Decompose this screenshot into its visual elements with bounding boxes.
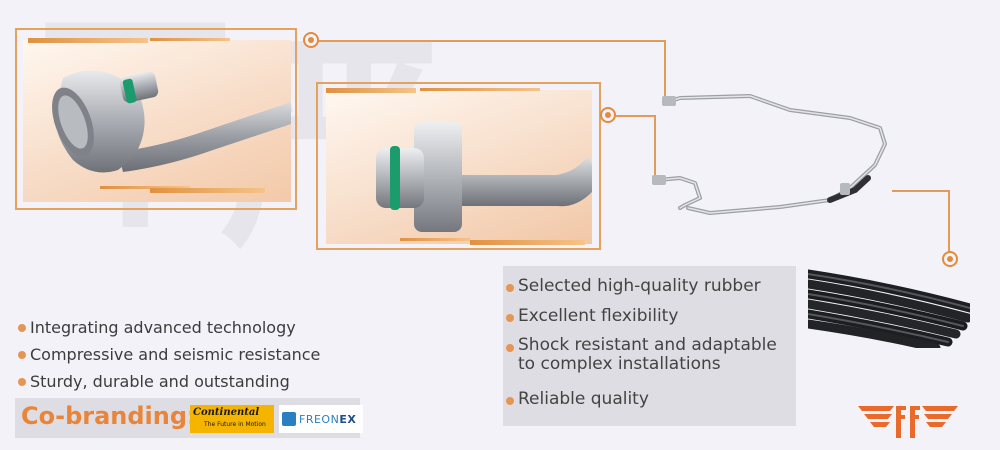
list-item: Compressive and seismic resistance [18, 345, 358, 372]
fitting-photo-1 [23, 40, 291, 202]
continental-tagline: The Future in Motion [204, 421, 266, 428]
feature-text: Integrating advanced technology [30, 318, 296, 337]
list-item: Shock resistant and adaptable to complex… [506, 336, 796, 389]
freonex-logo: FREONEX [279, 405, 363, 433]
decor-bar [28, 38, 148, 43]
feature-text: Sturdy, durable and outstanding [30, 372, 290, 391]
bullet-dot-icon [506, 314, 514, 322]
target-icon [942, 251, 958, 267]
connector-line [318, 40, 666, 102]
bullet-dot-icon [18, 378, 26, 386]
feature-text: Reliable quality [518, 389, 649, 409]
connector-line [616, 115, 656, 175]
feature-text: Shock resistant and adaptable to complex… [518, 335, 777, 374]
feature-text: Compressive and seismic resistance [30, 345, 321, 364]
bullet-dot-icon [506, 284, 514, 292]
connector-line [892, 190, 950, 252]
target-icon [600, 107, 616, 123]
cobranding-label: Co-branding: [21, 402, 197, 430]
list-item: Sturdy, durable and outstanding [18, 372, 358, 399]
photo-frame-1 [15, 28, 297, 210]
target-icon [303, 32, 319, 48]
decor-bar [400, 238, 470, 241]
freonex-name: FREONEX [299, 412, 357, 426]
decor-bar [150, 188, 265, 193]
list-item: Excellent flexibility [506, 306, 796, 336]
decor-bar [420, 88, 540, 91]
bullet-dot-icon [18, 351, 26, 359]
continental-name: Continental [193, 407, 260, 418]
decor-bar [150, 38, 230, 41]
cobranding-banner: Co-branding: Continental The Future in M… [15, 398, 363, 438]
hose-assembly-image [640, 80, 900, 230]
decor-bar [326, 88, 416, 93]
bullet-dot-icon [18, 324, 26, 332]
feature-panel [503, 266, 796, 426]
feature-text: Excellent flexibility [518, 306, 679, 326]
bullet-dot-icon [506, 344, 514, 352]
bullet-dot-icon [506, 397, 514, 405]
right-feature-list: Selected high-quality rubber Excellent f… [506, 276, 796, 419]
continental-logo: Continental The Future in Motion [190, 405, 274, 433]
list-item: Integrating advanced technology [18, 318, 358, 345]
feature-text: Selected high-quality rubber [518, 276, 761, 296]
list-item: Selected high-quality rubber [506, 276, 796, 306]
list-item: Reliable quality [506, 389, 796, 419]
brand-logo-icon [858, 402, 958, 440]
left-feature-list: Integrating advanced technology Compress… [18, 318, 358, 399]
fitting-photo-2 [326, 90, 592, 244]
decor-bar [100, 186, 190, 189]
decor-bar [470, 240, 585, 245]
rubber-hose-image [808, 268, 970, 348]
photo-frame-2 [316, 82, 601, 250]
freonex-mark-icon [282, 412, 296, 426]
